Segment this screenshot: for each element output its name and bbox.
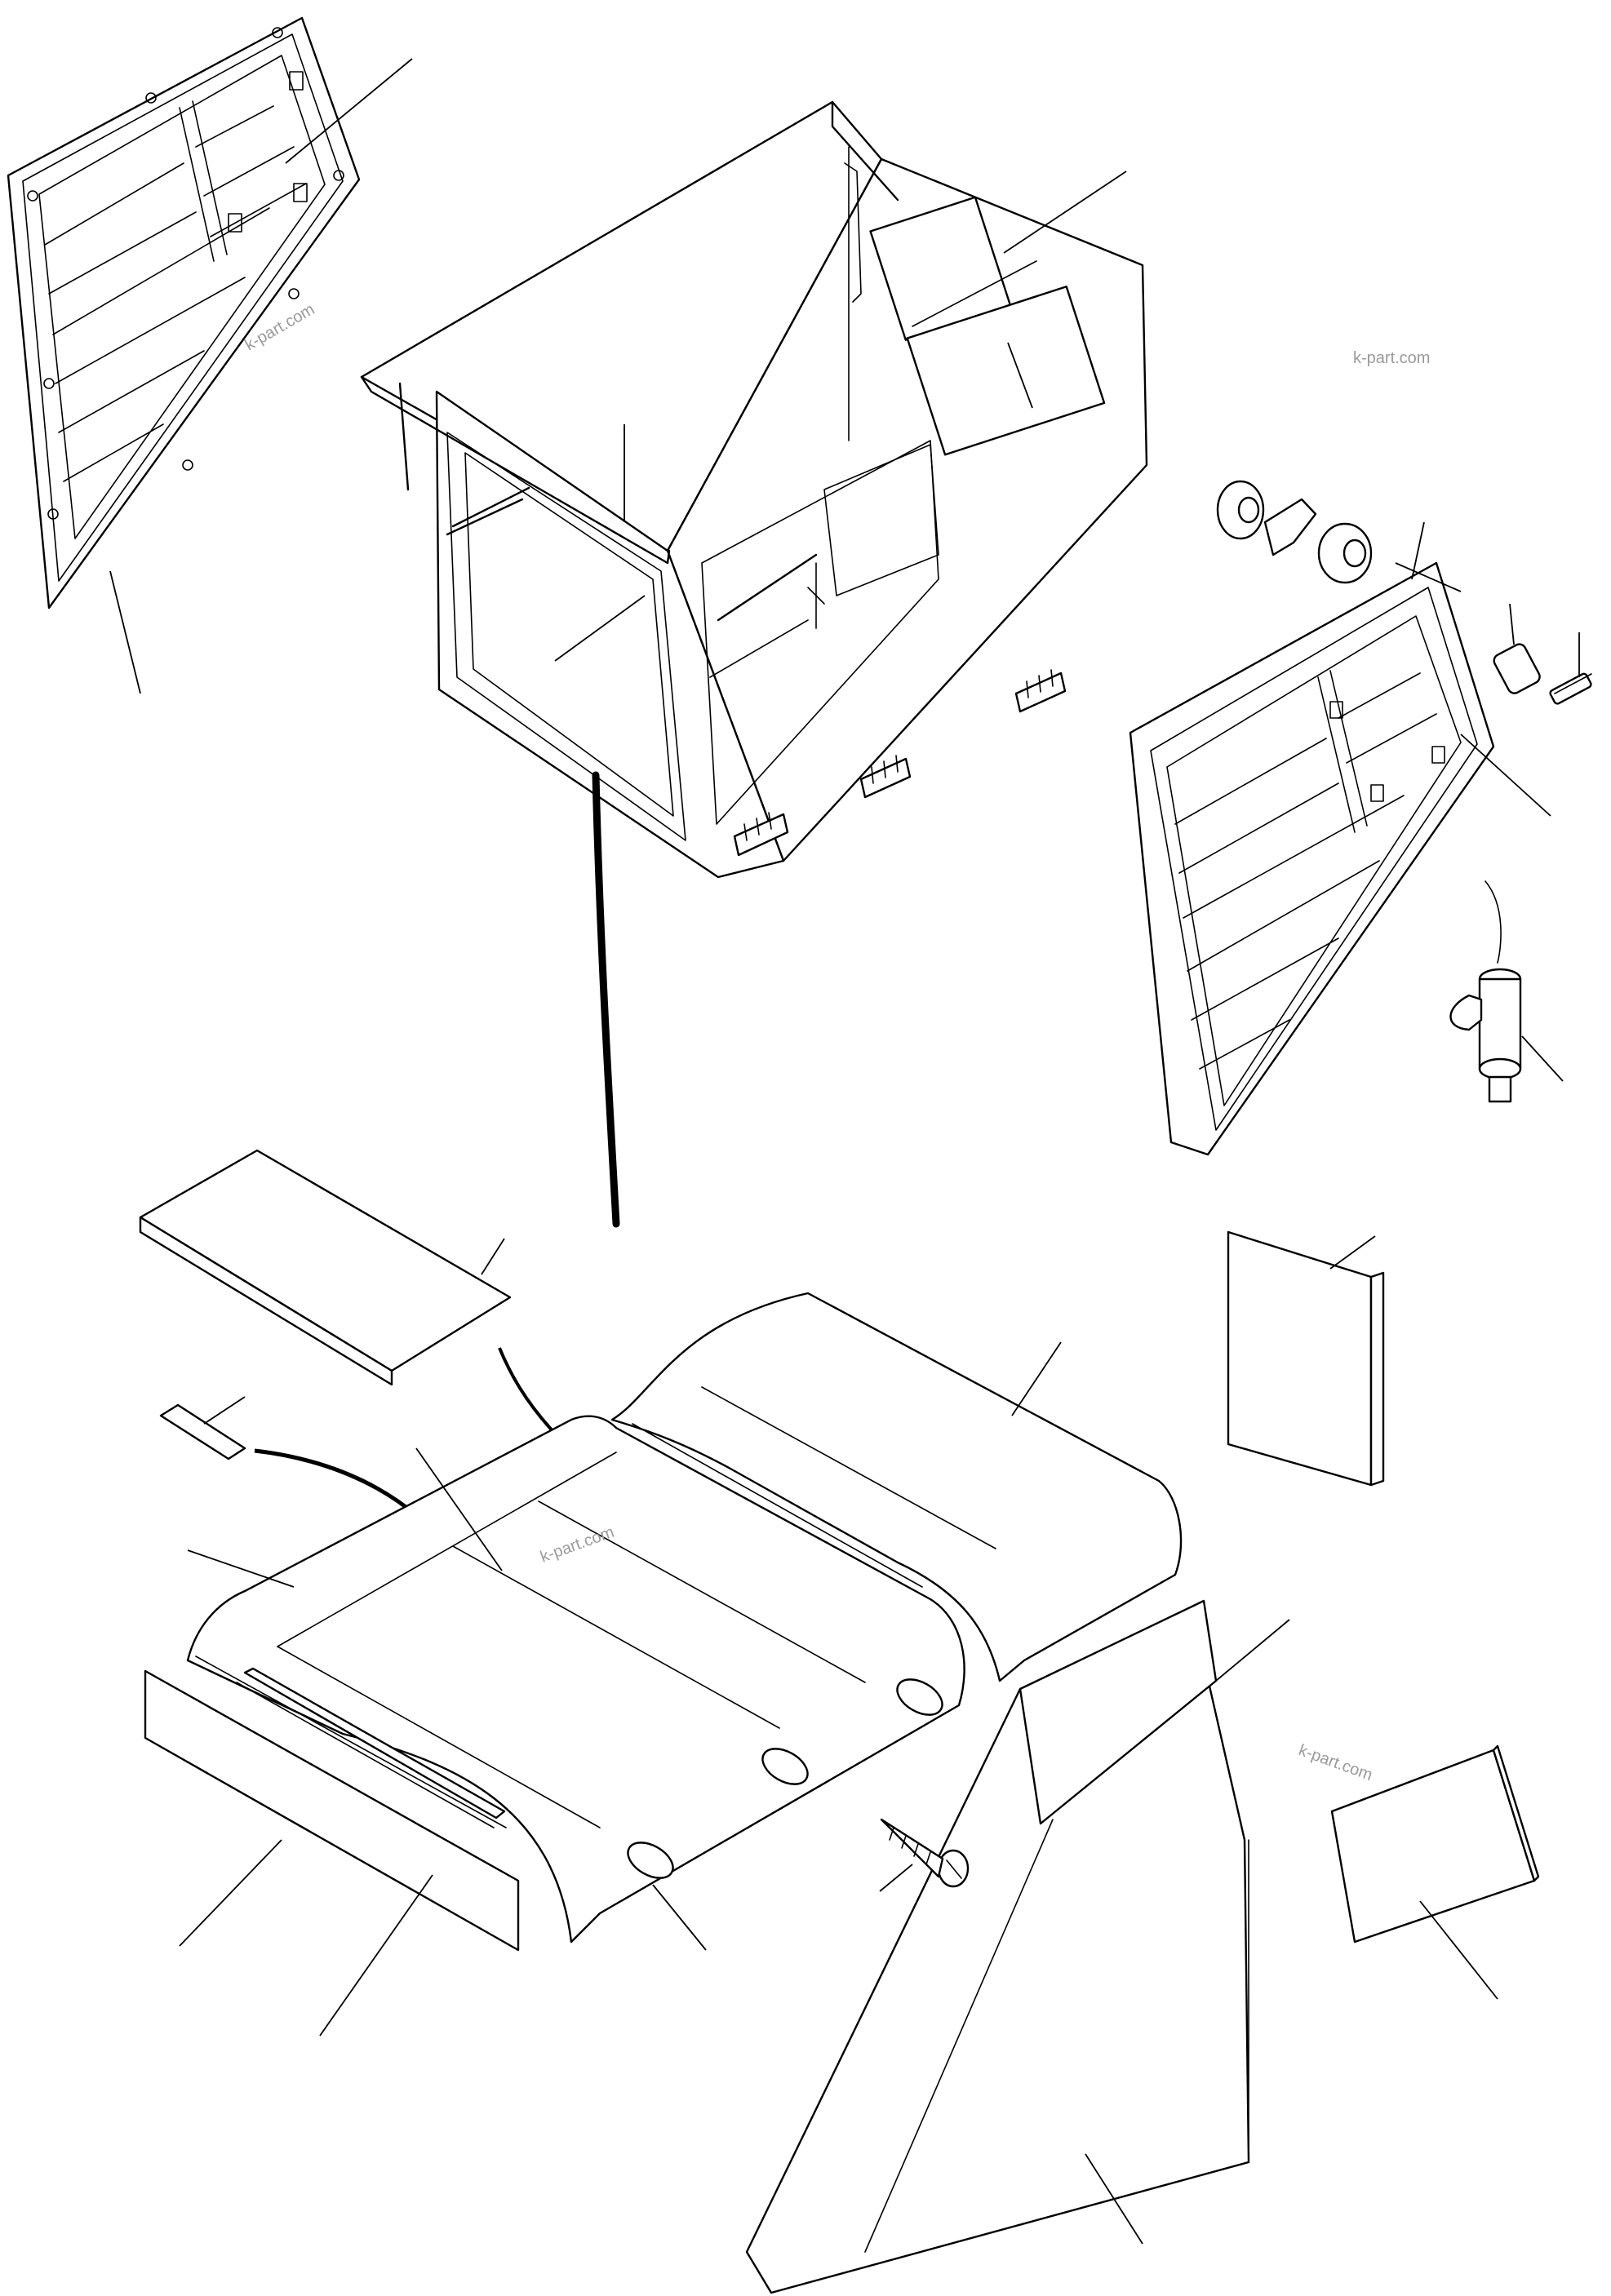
main-hood-cover <box>186 1415 965 1951</box>
watermark: k-part.com <box>1353 349 1430 367</box>
rear-hood-cover <box>610 1292 1183 1682</box>
damper-hardware <box>1216 480 1592 705</box>
locking-pin <box>1449 968 1564 1103</box>
small-plate <box>1330 1744 1540 2000</box>
front-strip-panel <box>144 1667 520 2037</box>
watermark: k-part.com <box>1296 1741 1374 1784</box>
screw <box>879 1818 970 1892</box>
side-pad <box>1227 1230 1385 1487</box>
cab-mount-brackets <box>733 669 1067 857</box>
top-pad <box>139 1149 655 1519</box>
right-louver-panel <box>1129 521 1551 1156</box>
cab-assembly <box>360 100 1148 1228</box>
side-panel-large <box>745 1599 1290 2294</box>
left-louver-panel <box>7 16 413 694</box>
